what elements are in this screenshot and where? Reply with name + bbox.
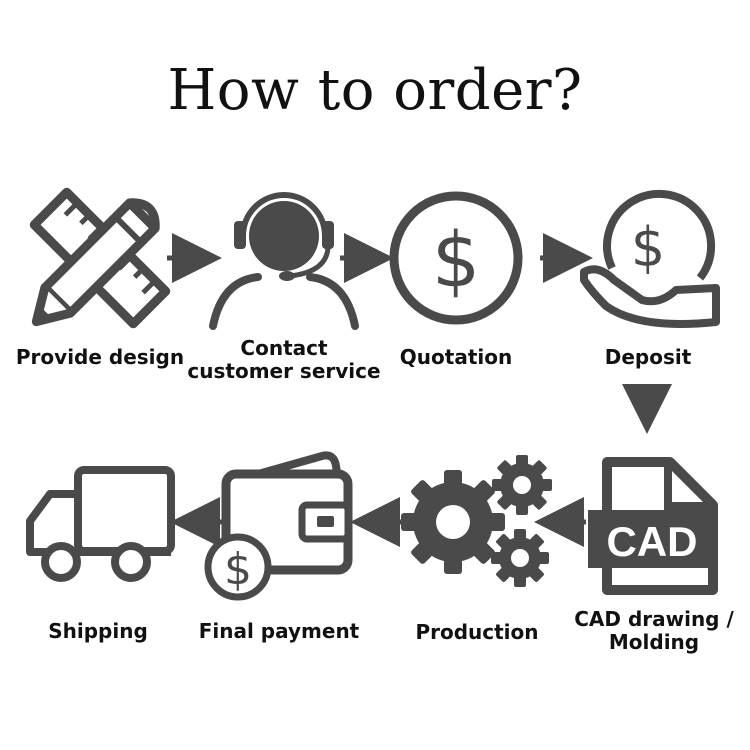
step-label-quotation: Quotation [399, 345, 513, 369]
dollar-coin-icon: $ [389, 191, 523, 325]
step-label-cad-drawing-molding: CAD drawing / Molding [574, 607, 734, 654]
step-label-shipping: Shipping [48, 619, 148, 643]
pencil-ruler-icon [29, 187, 171, 329]
step-label-contact-customer-service: Contact customer service [187, 336, 381, 383]
step-label-provide-design: Provide design [15, 345, 185, 369]
coin-symbol: $ [631, 216, 665, 279]
hand-coin-icon: $ [580, 189, 720, 328]
page-title: How to order? [167, 58, 583, 123]
cad-file-icon: CAD [588, 457, 718, 595]
truck-icon [26, 466, 175, 582]
step-label-deposit: Deposit [604, 345, 692, 369]
cad-text: CAD [607, 518, 698, 565]
step-label-production: Production [415, 620, 539, 644]
wallet-icon: $ [204, 451, 353, 601]
gears-icon [401, 455, 552, 587]
customer-service-icon [209, 192, 359, 330]
step-label-final-payment: Final payment [198, 619, 360, 643]
coin-symbol: $ [432, 215, 480, 304]
coin-symbol: $ [224, 544, 252, 595]
